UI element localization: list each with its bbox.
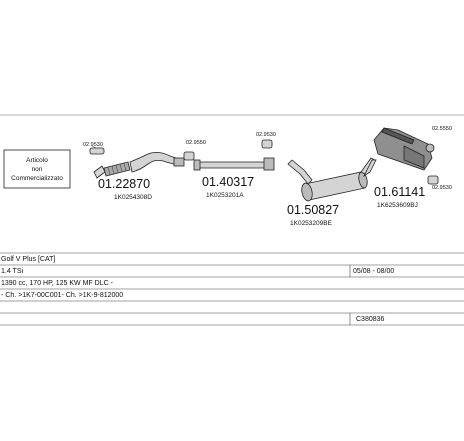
not-available-note: Articolo non Commercializzato xyxy=(3,149,71,189)
part-number-4: 01.61141 xyxy=(374,185,425,199)
part-number-3: 01.50827 xyxy=(287,203,339,217)
catalog-code-text: C380836 xyxy=(356,316,385,323)
intermediate-pipe-drawing xyxy=(183,151,269,171)
clamp-3-icon xyxy=(261,139,273,149)
part-ref-2: 1K0253201A xyxy=(206,192,244,199)
info-table xyxy=(0,252,464,326)
engine-text: 1.4 TSi xyxy=(1,268,23,275)
note-line-1: Articolo xyxy=(26,157,48,164)
note-line-2: non xyxy=(32,166,43,173)
part-number-2: 01.40317 xyxy=(202,175,254,189)
part-ref-3: 1K0253209BE xyxy=(290,220,333,227)
centre-silencer-drawing xyxy=(261,139,376,202)
small-part-label-2: 02.9550 xyxy=(186,140,206,146)
clamp-5-icon xyxy=(427,175,439,185)
rear-silencer-drawing xyxy=(362,127,435,178)
tail-pipe-icon xyxy=(425,143,435,153)
small-part-label-1: 02.9530 xyxy=(83,142,103,148)
clamp-2-icon xyxy=(183,151,195,161)
chassis-text: - Ch. >1K7-00C001- Ch. >1K-9-812000 xyxy=(1,292,123,299)
note-line-3: Commercializzato xyxy=(11,175,63,182)
small-part-label-4: 02.5550 xyxy=(432,126,452,132)
part-ref-4: 1K6253609BJ xyxy=(377,202,418,209)
part-ref-1: 1K0254308D xyxy=(114,194,152,201)
small-part-label-3: 02.9530 xyxy=(256,132,276,138)
front-pipe-drawing xyxy=(89,147,185,179)
specs-text: 1390 cc, 170 HP, 125 KW MF DLC - xyxy=(1,280,114,287)
part-number-1: 01.22870 xyxy=(98,177,150,191)
small-part-label-5: 02.9530 xyxy=(432,185,452,191)
dates-text: 05/08 - 08/00 xyxy=(353,268,394,275)
model-text: Golf V Plus [CAT] xyxy=(1,256,55,263)
gasket-1-icon xyxy=(89,147,105,155)
